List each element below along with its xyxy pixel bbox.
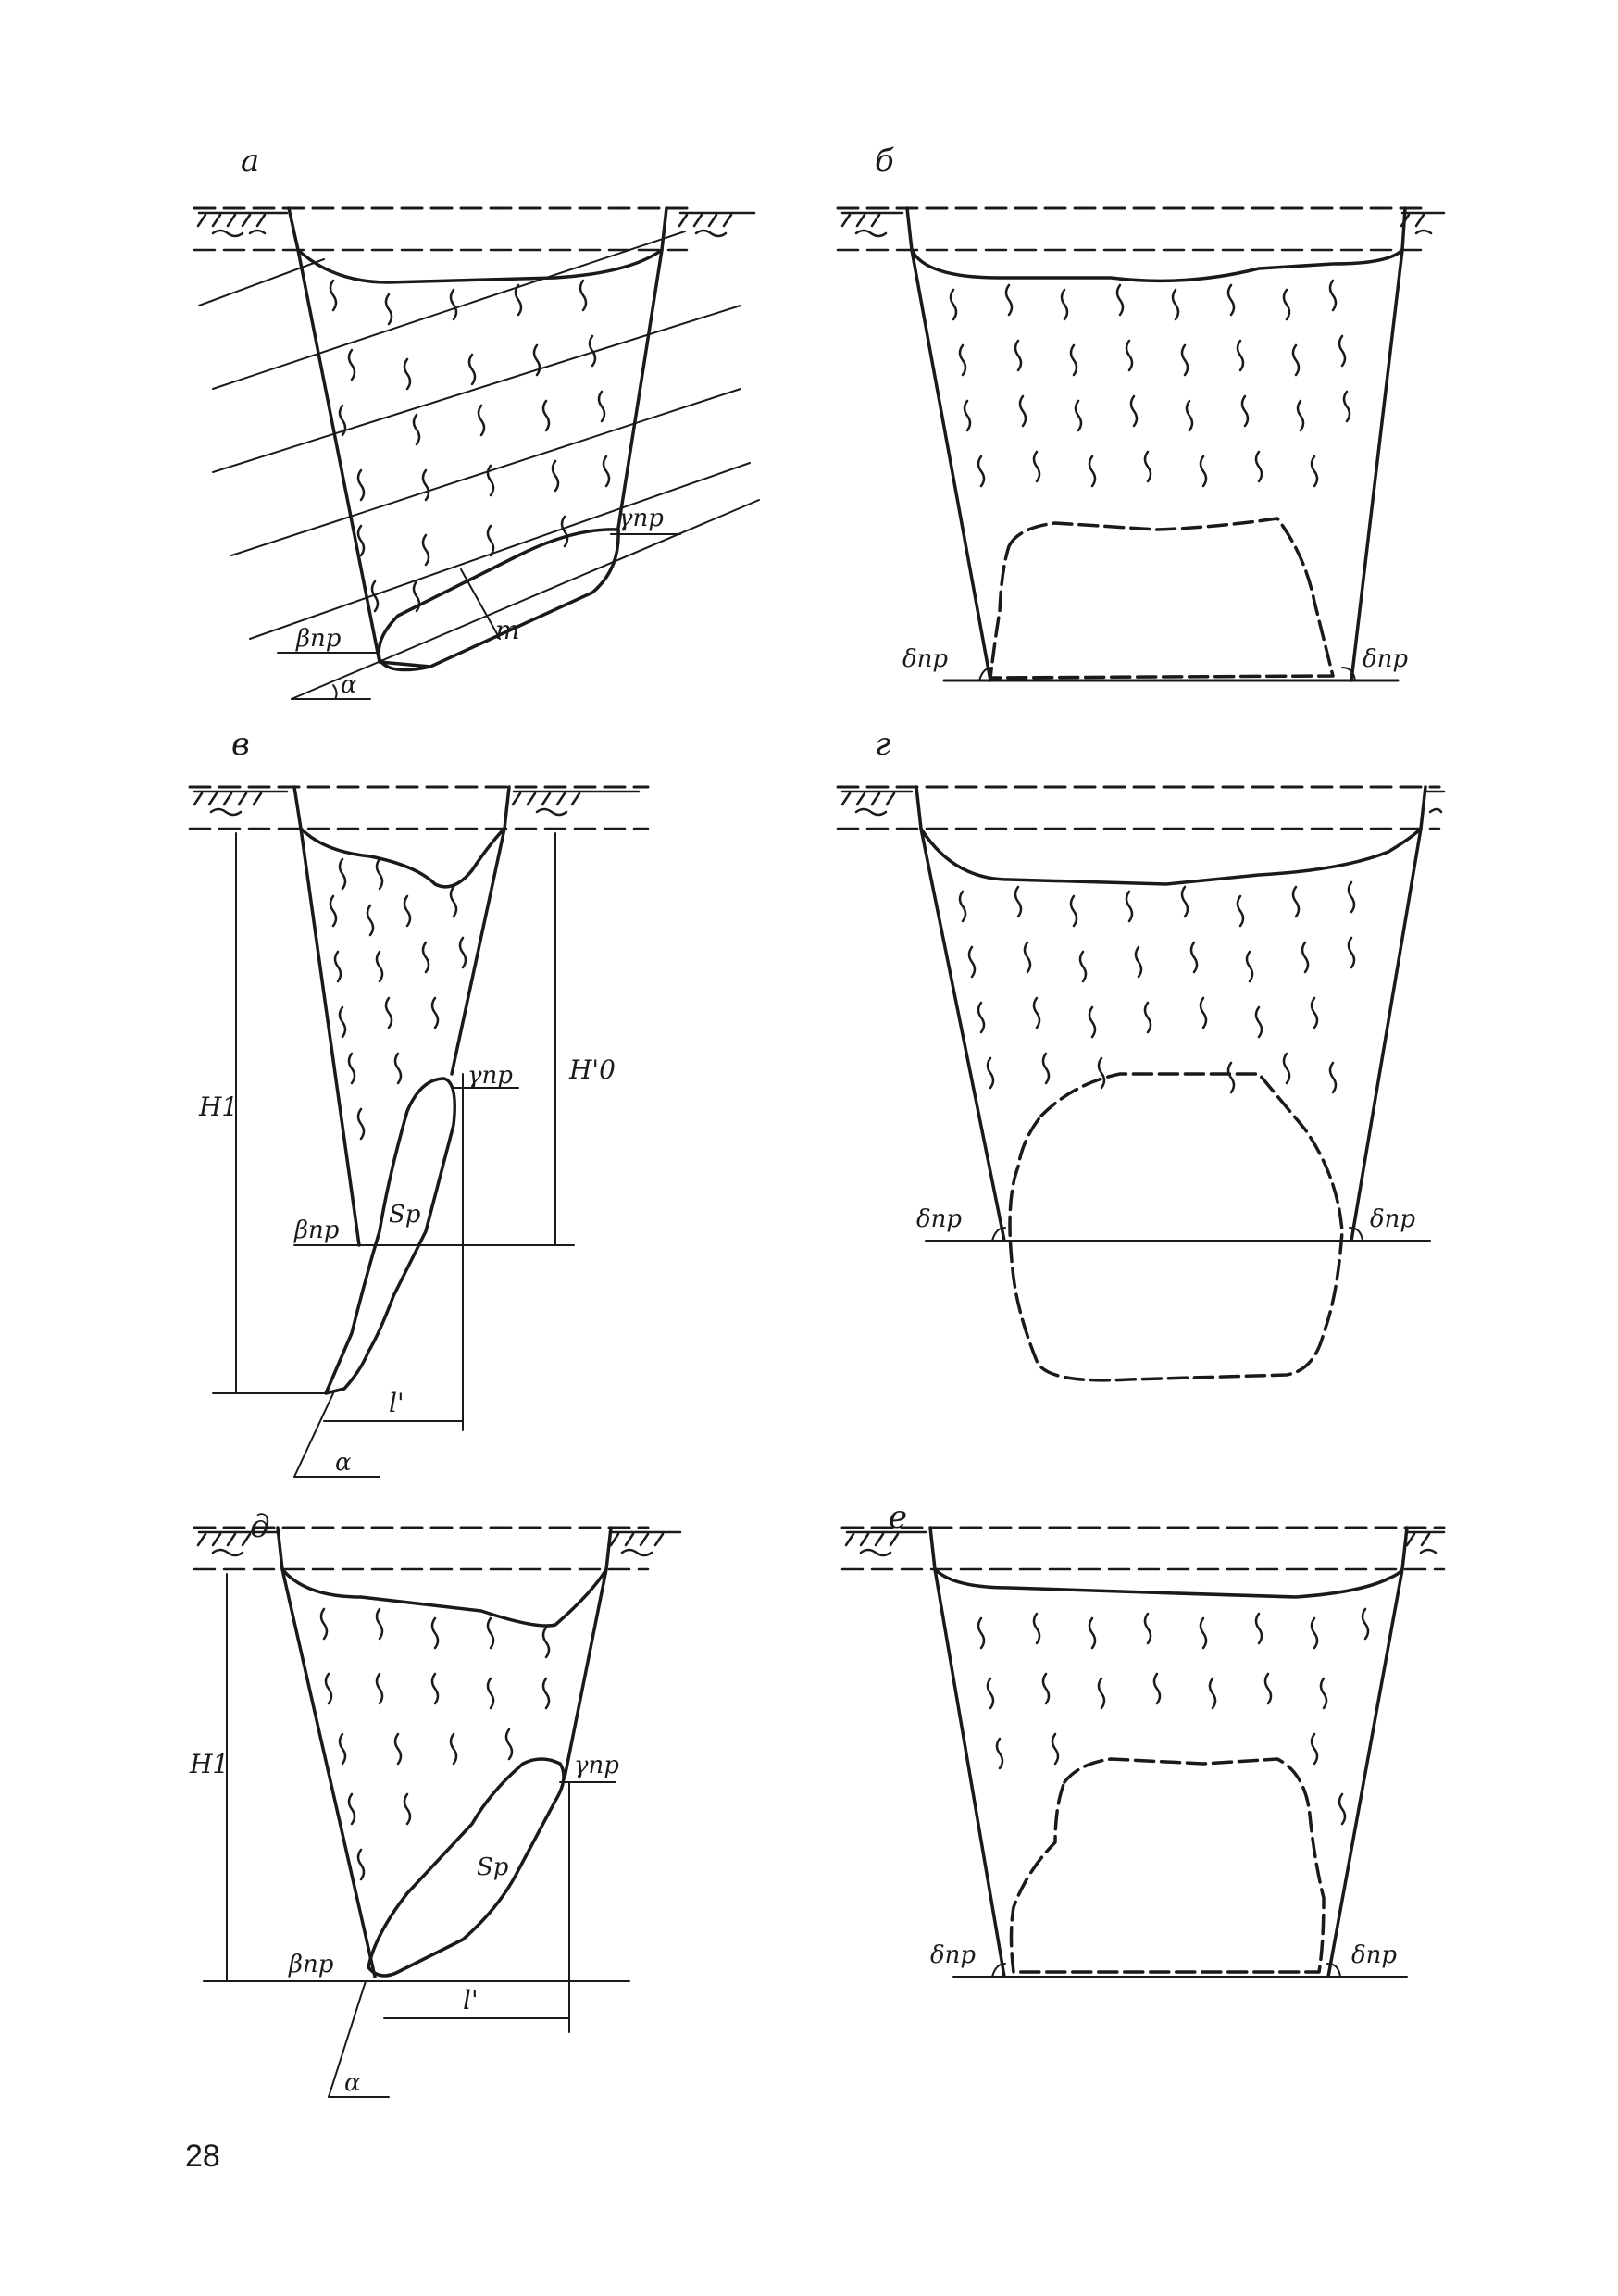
panel-d: д γпр βпр α Sp H1 l'	[189, 1508, 682, 2098]
panel-v-letter: в	[231, 726, 250, 763]
panel-g: г δпр δпр	[836, 726, 1446, 1382]
beta-label-v: βпр	[293, 1217, 340, 1244]
h0-label-v: H'0	[568, 1054, 616, 1085]
delta-right-label-b: δпр	[1363, 645, 1408, 673]
delta-right-label-g: δпр	[1370, 1205, 1415, 1233]
pit-v-outline	[292, 785, 511, 1247]
h1-label-d: H1	[189, 1749, 229, 1779]
gamma-label-d: γпр	[574, 1752, 619, 1779]
delta-left-label-b: δпр	[902, 645, 948, 673]
beta-label-a: βпр	[295, 625, 342, 653]
gamma-label-v: γпр	[467, 1062, 513, 1090]
collapse-body-b	[989, 517, 1335, 680]
delta-right-label-e: δпр	[1351, 1941, 1397, 1969]
panel-v: в γпр βпр α Sp H1 H'0 l'	[188, 726, 650, 1478]
panel-b: б δпр δпр	[836, 143, 1446, 682]
water-waves-a	[329, 279, 611, 613]
thickness-label-a: m	[495, 615, 520, 645]
thickness-arrow	[460, 568, 501, 640]
alpha-label-a: α	[341, 671, 357, 699]
delta-left-label-g: δпр	[916, 1205, 962, 1233]
pit-a-fill-top	[296, 248, 664, 284]
panel-b-letter: б	[875, 143, 894, 180]
l-label-d: l'	[463, 1985, 479, 2015]
panel-g-letter: г	[875, 726, 890, 763]
alpha-label-d: α	[344, 2069, 361, 2097]
collapse-body-v	[324, 1077, 456, 1395]
panel-e-letter: е	[889, 1499, 907, 1536]
l-label-v: l'	[389, 1388, 404, 1418]
pit-e-outline	[928, 1526, 1409, 1978]
bedding-lines	[198, 231, 751, 640]
panel-a-letter: а	[241, 143, 259, 180]
sp-label-v: Sp	[389, 1201, 421, 1229]
slope-line-a	[291, 499, 760, 700]
delta-left-label-e: δпр	[930, 1941, 976, 1969]
sp-label-d: Sp	[477, 1853, 509, 1881]
panel-e: е δпр δпр	[840, 1499, 1446, 1978]
pit-b-outline	[905, 206, 1407, 682]
ground-symbol-left	[196, 211, 289, 238]
collapse-body-g	[1008, 1072, 1344, 1382]
collapse-body-a	[377, 528, 620, 672]
collapse-body-d	[367, 1757, 566, 1978]
collapse-body-e	[1009, 1757, 1326, 1974]
gamma-label-a: γпр	[618, 505, 664, 532]
panel-a: а	[193, 143, 760, 700]
ground-symbol-right	[678, 211, 756, 238]
beta-label-d: βпр	[288, 1951, 334, 1978]
h1-label-v: H1	[198, 1092, 238, 1122]
pit-g-outline	[915, 785, 1427, 1242]
page-number: 28	[185, 2139, 220, 2174]
alpha-label-v: α	[335, 1449, 352, 1477]
